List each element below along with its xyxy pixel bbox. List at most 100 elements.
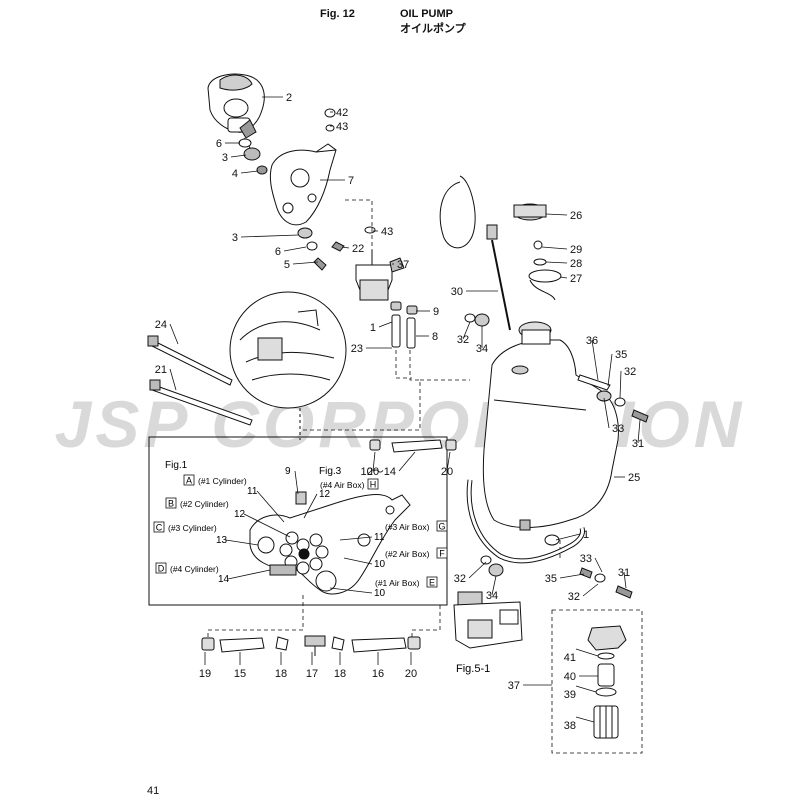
callout-20: 20	[441, 466, 453, 478]
leader-line	[591, 339, 599, 381]
leader-line	[398, 451, 416, 472]
leader-line	[575, 716, 595, 723]
cylinder-c-box	[153, 521, 165, 533]
leader-line	[541, 246, 568, 250]
callout-15: 15	[234, 668, 246, 680]
leader-line	[555, 533, 581, 541]
cylinder-b-box	[165, 497, 177, 509]
short-hoses	[390, 301, 418, 349]
cylinder-a-label: (#1 Cylinder)	[198, 476, 247, 486]
oil-pump-assembly	[207, 73, 265, 149]
inline-oil-filter	[355, 250, 405, 301]
inset-callout-9: 9	[285, 466, 291, 477]
airbox-g-label: (#3 Air Box)	[385, 522, 430, 532]
figure-number: Fig. 12	[320, 8, 355, 20]
callout-17: 17	[306, 668, 318, 680]
inset-leader-line	[225, 539, 259, 546]
callout-37: 37	[397, 259, 409, 271]
callout-20: 20	[367, 466, 379, 478]
callout-37: 37	[508, 680, 520, 692]
inset-bolt	[295, 491, 307, 505]
callout-18: 18	[334, 668, 346, 680]
inset-leader-line	[329, 587, 373, 594]
leader-line	[240, 234, 299, 238]
leader-line	[169, 368, 177, 391]
inset-fittings	[369, 439, 457, 453]
leader-line	[230, 154, 247, 158]
inset-callout-14: 14	[218, 574, 230, 585]
inset-callout-13: 13	[216, 535, 228, 546]
cylinder-b-label: (#2 Cylinder)	[180, 499, 229, 509]
inset-leader-line	[303, 493, 318, 519]
callout-26: 26	[570, 210, 582, 222]
callout-41: 41	[564, 652, 576, 664]
leader-line	[283, 246, 307, 252]
callout-43: 43	[381, 226, 393, 238]
leader-line	[468, 561, 487, 579]
small-parts	[238, 108, 376, 271]
callout-3: 3	[222, 152, 228, 164]
callout-34: 34	[476, 343, 488, 355]
cylinder-c-label: (#3 Cylinder)	[168, 523, 217, 533]
bottom-parts	[201, 635, 421, 656]
callout-32: 32	[568, 591, 580, 603]
leader-line	[637, 419, 641, 444]
airbox-f-label: (#2 Air Box)	[385, 549, 430, 559]
cylinder-b-letter: B	[168, 499, 174, 509]
callout-23: 23	[351, 343, 363, 355]
callout-9: 9	[433, 306, 439, 318]
leader-line	[559, 573, 585, 579]
inset-leader-line	[294, 470, 299, 495]
leader-line	[603, 397, 610, 429]
callout-8: 8	[432, 331, 438, 343]
callout-10～14: 10～14	[361, 466, 396, 478]
leader-lines	[169, 96, 641, 723]
leader-line	[559, 276, 568, 279]
inset-leader-line	[339, 536, 373, 541]
cylinder-d-label: (#4 Cylinder)	[170, 564, 219, 574]
callout-32: 32	[624, 366, 636, 378]
callout-39: 39	[564, 689, 576, 701]
pump-bracket	[269, 143, 337, 226]
callout-31: 31	[632, 438, 644, 450]
callout-25: 25	[628, 472, 640, 484]
figure-title-japanese: オイルポンプ	[400, 23, 466, 35]
inset-callout-10: 10	[374, 559, 386, 570]
leader-line	[575, 648, 599, 657]
leader-line	[372, 451, 376, 472]
filter-parts	[587, 625, 627, 739]
airbox-e-label: (#1 Air Box)	[375, 578, 420, 588]
inset-leader-line	[243, 513, 291, 538]
callout-5: 5	[284, 259, 290, 271]
leader-line	[491, 575, 497, 596]
callout-16: 16	[372, 668, 384, 680]
level-sensor	[439, 175, 511, 331]
callout-35: 35	[545, 573, 557, 585]
inset-callout-11: 11	[247, 486, 258, 497]
leader-line	[575, 685, 597, 693]
inset-connector	[269, 564, 297, 576]
callout-40: 40	[564, 671, 576, 683]
manifold-plate	[249, 494, 411, 595]
oil-tank	[482, 321, 619, 531]
callout-24: 24	[155, 319, 167, 331]
leader-line	[378, 321, 393, 328]
inset-callout-12: 12	[319, 489, 331, 500]
airbox-h-box	[367, 478, 379, 490]
inset-leader-line	[227, 569, 271, 580]
callout-18: 18	[275, 668, 287, 680]
leader-line	[240, 170, 259, 174]
callout-32: 32	[457, 334, 469, 346]
callout-21: 21	[155, 364, 167, 376]
leader-line	[594, 557, 603, 573]
inset-leader-line	[256, 490, 285, 523]
fig51-label: Fig.5-1	[456, 663, 490, 675]
leader-line	[619, 370, 622, 399]
leader-line	[582, 583, 599, 597]
callout-34: 34	[486, 590, 498, 602]
fig51-pump	[453, 591, 523, 649]
callout-35: 35	[615, 349, 627, 361]
cylinder-c-letter: C	[156, 523, 163, 533]
leader-line	[545, 213, 568, 216]
